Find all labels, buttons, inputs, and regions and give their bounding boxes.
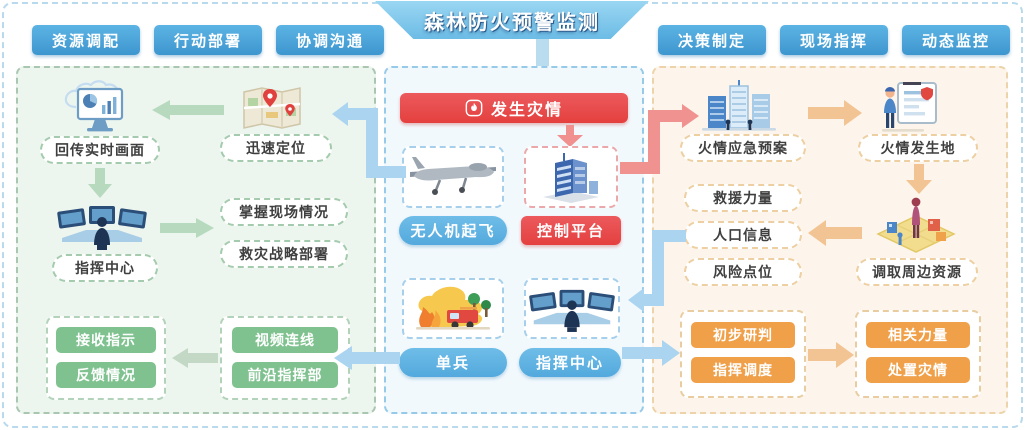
flame-icon: [465, 99, 483, 117]
initial-judgement-node[interactable]: 初步研判: [691, 322, 795, 348]
receive-orders-node[interactable]: 接收指示: [56, 327, 156, 353]
top-button-onsite-command[interactable]: 现场指挥: [780, 25, 888, 55]
soldier-node[interactable]: 单兵: [399, 348, 507, 377]
fire-emergency-plan-node[interactable]: 火情应急预案: [680, 134, 806, 162]
arrow-location-to-resources: [906, 164, 932, 194]
grasp-situation-node[interactable]: 掌握现场情况: [220, 198, 348, 226]
related-forces-node[interactable]: 相关力量: [866, 322, 970, 348]
rescue-strategy-node[interactable]: 救灾战略部署: [220, 240, 348, 268]
arrow-drone-to-locate: [332, 102, 406, 178]
arrow-population-to-command: [628, 230, 686, 312]
top-button-dynamic-monitoring[interactable]: 动态监控: [902, 25, 1010, 55]
arrow-plan-to-location: [808, 100, 862, 126]
risk-points-node[interactable]: 风险点位: [684, 258, 802, 286]
fire-location-node[interactable]: 火情发生地: [858, 134, 978, 162]
control-platform-image-box: [524, 146, 618, 208]
drone-launch-node[interactable]: 无人机起飞: [399, 216, 507, 245]
command-center-icon: [528, 284, 616, 334]
command-center-icon-left: [56, 200, 148, 252]
person-map-icon: [880, 80, 940, 134]
rescue-forces-node[interactable]: 救援力量: [684, 184, 802, 212]
fetch-resources-node[interactable]: 调取周边资源: [856, 258, 978, 286]
rapid-locate-node[interactable]: 迅速定位: [220, 134, 332, 162]
arrow-soldier-to-front: [334, 346, 400, 370]
control-platform-node[interactable]: 控制平台: [521, 216, 621, 245]
handle-disaster-node[interactable]: 处置灾情: [866, 357, 970, 383]
top-button-action-deployment[interactable]: 行动部署: [154, 25, 262, 55]
arrow-resources-to-population: [808, 220, 862, 246]
map-pins-icon: [240, 84, 304, 132]
arrow-incident-to-control: [557, 125, 583, 147]
city-buildings-icon: [700, 80, 778, 134]
video-link-node[interactable]: 视频连线: [232, 327, 338, 353]
top-button-coordination[interactable]: 协调沟通: [276, 25, 384, 55]
title-connector: [536, 36, 549, 68]
incident-label: 发生灾情: [490, 100, 563, 119]
incident-node[interactable]: 发生灾情: [400, 93, 628, 123]
arrow-control-to-plan: [620, 104, 699, 174]
page-title: 森林防火预警监测: [375, 1, 649, 39]
fire-scene-icon: [410, 283, 496, 335]
town-resources-icon: [876, 194, 956, 254]
arrow-locate-to-realtime: [152, 100, 224, 120]
realtime-feed-node[interactable]: 回传实时画面: [40, 136, 160, 164]
feedback-node[interactable]: 反馈情况: [56, 362, 156, 388]
population-info-node[interactable]: 人口信息: [684, 221, 802, 249]
command-center-image-box-center: [524, 278, 620, 339]
drone-icon: [408, 153, 498, 201]
top-button-decision-making[interactable]: 决策制定: [658, 25, 766, 55]
drone-image-box: [402, 146, 504, 208]
control-building-icon: [539, 149, 603, 205]
fire-scene-image-box: [402, 278, 504, 339]
arrow-judge-to-forces: [808, 342, 854, 368]
arrow-command-to-judge: [622, 340, 680, 366]
arrow-video-to-receive: [172, 348, 218, 368]
monitor-chart-icon: [62, 80, 138, 134]
arrow-command-to-status: [160, 218, 214, 238]
command-dispatch-node[interactable]: 指挥调度: [691, 357, 795, 383]
command-center-node-left[interactable]: 指挥中心: [52, 254, 158, 282]
front-command-node[interactable]: 前沿指挥部: [232, 362, 338, 388]
top-button-resource-allocation[interactable]: 资源调配: [32, 25, 140, 55]
arrow-realtime-to-command: [88, 168, 112, 198]
command-center-node-center[interactable]: 指挥中心: [519, 348, 621, 377]
